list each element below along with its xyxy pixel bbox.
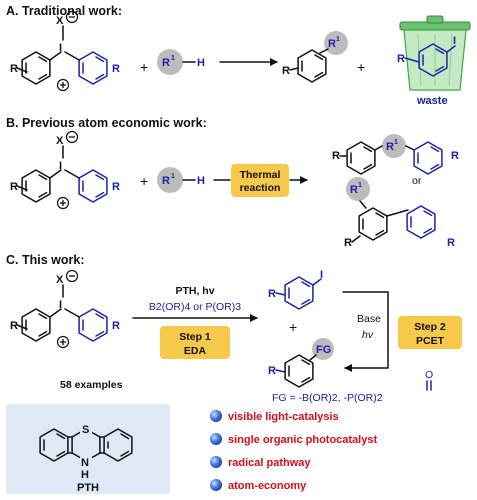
svg-text:R: R xyxy=(268,365,276,377)
counterion-x-label: X xyxy=(56,135,64,147)
nh-hydrogen-label: H xyxy=(81,469,89,481)
or-label: or xyxy=(412,175,422,187)
waste-label: waste xyxy=(416,95,448,107)
svg-text:1: 1 xyxy=(394,139,398,146)
examples-count: 58 examples xyxy=(60,379,123,391)
svg-text:Step 2: Step 2 xyxy=(414,321,446,333)
r1-h-reagent-b: R 1 H xyxy=(157,167,205,193)
phosphonate-oxo: O xyxy=(425,369,433,391)
fg-definition: FG = -B(OR)2, -P(OR)2 xyxy=(272,392,383,404)
catalyst-panel xyxy=(6,404,170,494)
plus-sign: + xyxy=(140,59,148,75)
svg-text:R: R xyxy=(332,150,340,162)
feature-item: radical pathway xyxy=(210,456,311,469)
counterion-x-label: X xyxy=(56,15,64,27)
r-label: R xyxy=(397,53,405,65)
iodine-label: I xyxy=(59,160,62,172)
iodine-label: I xyxy=(59,42,62,54)
svg-text:EDA: EDA xyxy=(184,345,207,357)
feature-item: atom-economy xyxy=(210,479,307,492)
iodonium-salt-b: I X R R xyxy=(10,130,120,210)
svg-text:R: R xyxy=(162,57,170,69)
pth-structure: S N H xyxy=(39,422,133,481)
thermal-reaction-badge: Thermal reaction xyxy=(231,164,289,197)
svg-text:R: R xyxy=(350,184,358,196)
svg-text:Step 1: Step 1 xyxy=(179,331,211,343)
svg-text:H: H xyxy=(197,175,205,187)
svg-text:R: R xyxy=(447,237,455,249)
arylated-product-a: R R 1 xyxy=(282,31,348,83)
r-label: R xyxy=(10,181,18,193)
step2-bracket-arrow xyxy=(342,291,389,372)
svg-text:R: R xyxy=(282,65,290,77)
svg-text:Thermal: Thermal xyxy=(240,169,281,181)
iodine-label: I xyxy=(59,299,62,311)
svg-text:O: O xyxy=(425,369,433,381)
section-c-title: C. This work: xyxy=(6,253,84,267)
catalyst-name: PTH xyxy=(77,482,99,494)
r-label: R xyxy=(112,320,120,332)
feature-list: visible light-catalysis single organic p… xyxy=(210,410,377,492)
plus-sign: + xyxy=(289,319,297,335)
svg-text:H: H xyxy=(197,57,205,69)
svg-text:1: 1 xyxy=(336,36,340,43)
diaryl-product-b: R R 1 R xyxy=(332,134,459,175)
svg-text:R: R xyxy=(344,237,352,249)
base-label: Base xyxy=(357,313,381,325)
r-label: R xyxy=(112,63,120,75)
plus-sign: + xyxy=(357,59,365,75)
reagent-text: B2(OR)4 or P(OR)3 xyxy=(149,301,241,313)
plus-sign: + xyxy=(140,173,148,189)
hv-label: hv xyxy=(362,329,374,341)
svg-text:PCET: PCET xyxy=(416,335,445,347)
svg-text:R: R xyxy=(328,38,336,50)
svg-text:single organic photocatalyst: single organic photocatalyst xyxy=(228,434,377,446)
counterion-x-label: X xyxy=(56,274,64,286)
feature-item: visible light-catalysis xyxy=(210,410,339,423)
section-a-title: A. Traditional work: xyxy=(6,4,122,18)
svg-text:radical pathway: radical pathway xyxy=(228,457,311,469)
svg-text:1: 1 xyxy=(171,55,175,62)
svg-text:R: R xyxy=(451,150,459,162)
functionalized-arene-c: R FG xyxy=(268,338,334,388)
r-label: R xyxy=(10,320,18,332)
iodonium-salt-c: I X R R xyxy=(10,269,120,349)
svg-text:atom-economy: atom-economy xyxy=(228,480,307,492)
svg-text:R: R xyxy=(162,175,170,187)
svg-text:FG: FG xyxy=(316,344,331,356)
svg-text:I: I xyxy=(320,269,323,281)
svg-text:R: R xyxy=(386,141,394,153)
step2-badge: Step 2 PCET xyxy=(398,316,462,349)
iodine-label: I xyxy=(453,35,456,47)
svg-text:1: 1 xyxy=(358,182,362,189)
section-b-title: B. Previous atom economic work: xyxy=(6,116,207,130)
waste-bin-icon: I R waste xyxy=(397,15,471,107)
conditions-text: PTH, hv xyxy=(175,285,214,297)
r1-h-reagent-a: R 1 H xyxy=(157,49,205,75)
svg-text:reaction: reaction xyxy=(240,182,281,194)
r-label: R xyxy=(10,63,18,75)
feature-item: single organic photocatalyst xyxy=(210,433,377,446)
biaryl-product-b: R 1 R R xyxy=(344,177,455,249)
nitrogen-label: N xyxy=(81,457,89,469)
step1-badge: Step 1 EDA xyxy=(160,326,230,359)
aryl-iodide-c: R I xyxy=(268,269,323,310)
svg-text:visible light-catalysis: visible light-catalysis xyxy=(228,411,339,423)
iodonium-salt-a: I X R R xyxy=(10,10,120,92)
svg-text:R: R xyxy=(268,288,276,300)
sulfur-label: S xyxy=(82,424,89,436)
svg-text:1: 1 xyxy=(171,173,175,180)
r-label: R xyxy=(112,181,120,193)
